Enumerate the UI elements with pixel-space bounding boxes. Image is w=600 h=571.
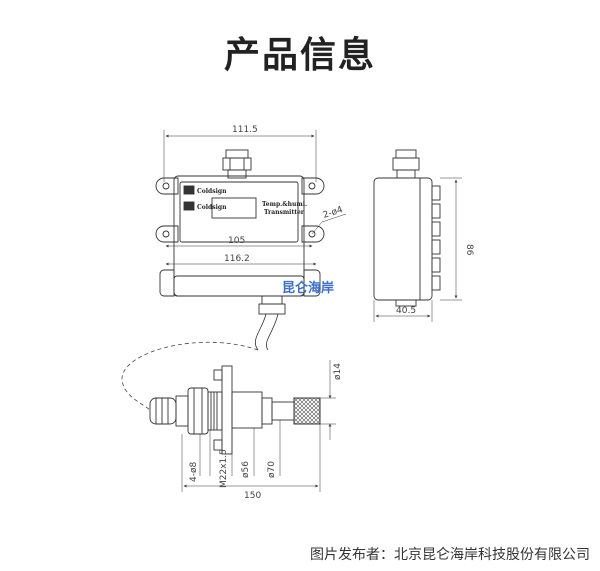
dim-probe-d70: ø70: [267, 461, 277, 478]
front-view: [155, 130, 347, 351]
dim-body-width: 116.2: [224, 254, 250, 264]
dim-probe-d56: ø56: [241, 461, 251, 478]
product-label-line2: Transmitter: [264, 209, 305, 216]
dim-probe-thread: M22x1.5: [219, 449, 229, 488]
watermark-logo: 昆仑海岸: [282, 280, 334, 296]
page-title: 产品信息: [223, 35, 376, 76]
dim-side-depth: 40.5: [396, 306, 416, 316]
dim-hole-spacing: 105: [228, 236, 245, 246]
logo-text-top: Coldsign: [197, 188, 227, 195]
dim-width-overall: 111.5: [232, 125, 258, 135]
footer-credit: 图片发布者：北京昆仑海岸科技股份有限公司: [310, 547, 590, 563]
dim-probe-holes: 4-ø8: [189, 462, 199, 482]
dim-probe-length: 150: [244, 491, 261, 501]
logo-text-label: Coldsign: [197, 204, 227, 211]
probe-view: [149, 360, 336, 492]
side-view: [373, 149, 462, 322]
cable-dashed-line: [121, 341, 259, 411]
dim-probe-tip: ø14: [333, 363, 343, 380]
dim-side-height: 86: [464, 244, 474, 256]
product-label-line1: Temp.&humi.: [262, 201, 307, 208]
